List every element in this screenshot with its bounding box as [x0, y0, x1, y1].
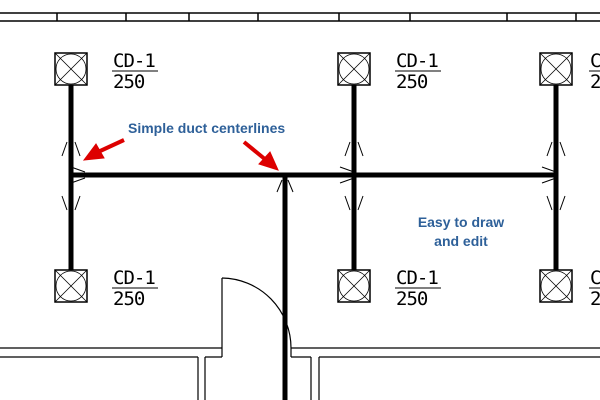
door-swing-arc: [221, 277, 292, 349]
diffuser-circle: [338, 270, 370, 302]
flow-chevron: [70, 166, 86, 173]
diffuser-circle: [338, 53, 370, 85]
diffuser-size: 250: [590, 288, 600, 310]
red-arrows: [82, 138, 279, 171]
diffuser-size: 250: [396, 71, 428, 93]
bottom-walls: [0, 277, 600, 400]
diffuser-tag: CD-1: [113, 50, 155, 72]
flow-chevron: [541, 177, 557, 184]
flow-direction-marks: [61, 141, 566, 211]
diffuser-tag: CD-1: [113, 267, 155, 289]
diffuser-tag: CD-1: [590, 267, 600, 289]
flow-chevron: [74, 195, 81, 211]
flow-chevron: [559, 141, 566, 157]
diffuser-circle: [540, 270, 572, 302]
diffuser-size: 250: [113, 71, 145, 93]
diffuser-tag: CD-1: [396, 267, 438, 289]
flow-chevron: [546, 141, 553, 157]
flow-chevron: [339, 166, 355, 173]
flow-chevron: [276, 179, 283, 193]
diffuser-size: 250: [396, 288, 428, 310]
arrow-right: [242, 140, 279, 171]
flow-chevron: [61, 141, 68, 157]
flow-chevron: [357, 195, 364, 211]
flow-chevron: [344, 141, 351, 157]
diffuser-tag: CD-1: [396, 50, 438, 72]
diffuser-size: 250: [113, 288, 145, 310]
diffuser-size: 250: [590, 71, 600, 93]
flow-chevron: [546, 195, 553, 211]
duct-centerlines[interactable]: [68, 68, 559, 400]
annotation-easy-1: Easy to draw: [418, 214, 504, 230]
top-wall: [0, 12, 600, 22]
flow-chevron: [344, 195, 351, 211]
flow-chevron: [357, 141, 364, 157]
flow-chevron: [74, 141, 81, 157]
diffuser-circle: [540, 53, 572, 85]
arrow-left: [82, 138, 125, 161]
flow-chevron: [287, 179, 294, 193]
diffuser-tag: CD-1: [590, 50, 600, 72]
flow-chevron: [61, 195, 68, 211]
flow-chevron: [541, 166, 557, 173]
flow-chevron: [339, 177, 355, 184]
diffuser-circle: [55, 53, 87, 85]
annotation-easy-2: and edit: [434, 233, 488, 249]
diffuser-circle: [55, 270, 87, 302]
flow-chevron: [70, 177, 86, 184]
annotation-simple: Simple duct centerlines: [128, 120, 285, 136]
flow-chevron: [559, 195, 566, 211]
